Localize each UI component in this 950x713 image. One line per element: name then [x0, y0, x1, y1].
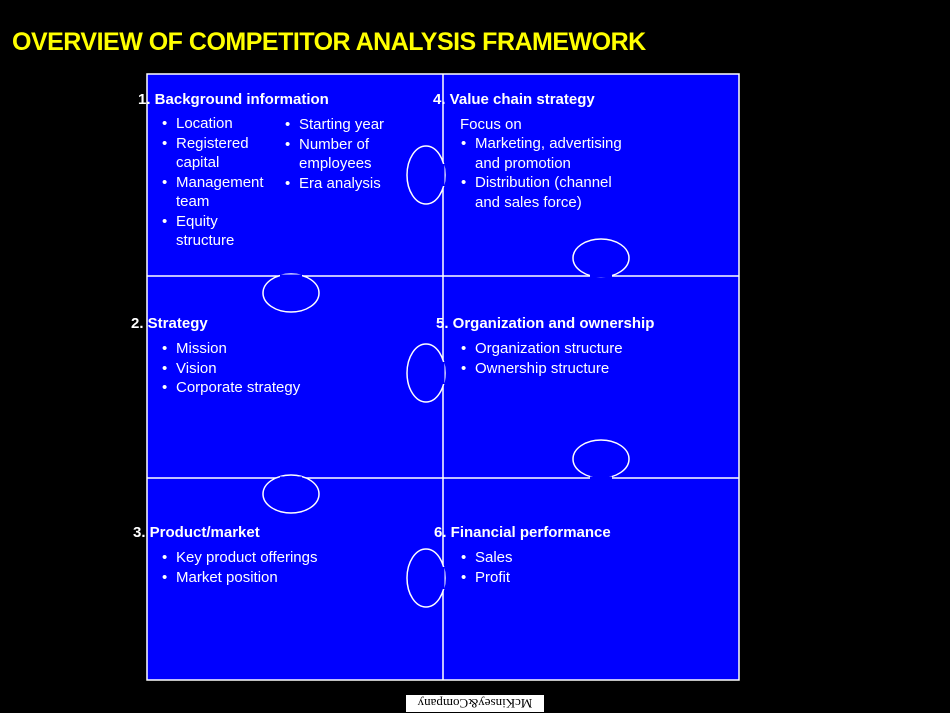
section-heading-organization: 5. Organization and ownership [436, 315, 655, 332]
bullet-item: Key product offerings [161, 548, 381, 568]
bullet-list-strategy: Mission Vision Corporate strategy [161, 339, 381, 398]
puzzle-knob [406, 548, 446, 608]
bullet-item: Era analysis [284, 174, 402, 194]
bullet-item: Registered capital [161, 134, 279, 173]
bullet-item: Profit [460, 568, 660, 588]
bullet-item: Market position [161, 568, 381, 588]
section-heading-financial: 6. Financial performance [434, 524, 611, 541]
puzzle-knob [572, 238, 630, 278]
puzzle-knob [262, 474, 320, 514]
bullet-item: Management team [161, 173, 279, 212]
bullet-item: Marketing, advertising and promotion [460, 134, 635, 173]
bullet-list-product-market: Key product offerings Market position [161, 548, 381, 587]
bullet-item: Distribution (channel and sales force) [460, 173, 635, 212]
bullet-list-background-right: Starting year Number of employees Era an… [284, 115, 402, 193]
bullet-item: Organization structure [460, 339, 690, 359]
bullet-list-organization: Organization structure Ownership structu… [460, 339, 690, 378]
bullet-item: Starting year [284, 115, 402, 135]
bullet-item: Location [161, 114, 279, 134]
bullet-item: Corporate strategy [161, 378, 381, 398]
bullet-list-background-left: Location Registered capital Management t… [161, 114, 279, 251]
section-heading-strategy: 2. Strategy [131, 315, 208, 332]
puzzle-knob [572, 439, 630, 480]
page-title: OVERVIEW OF COMPETITOR ANALYSIS FRAMEWOR… [12, 28, 646, 56]
bullet-item: Ownership structure [460, 359, 690, 379]
puzzle-knob [406, 145, 446, 205]
bullet-list-value-chain: Marketing, advertising and promotion Dis… [460, 134, 635, 212]
bullet-item: Vision [161, 359, 381, 379]
bullet-item: Mission [161, 339, 381, 359]
section-heading-background: 1. Background information [138, 91, 329, 108]
section-heading-value-chain: 4. Value chain strategy [433, 91, 595, 108]
bullet-item: Number of employees [284, 135, 402, 174]
company-logo: McKinsey&Company [406, 695, 544, 712]
bullet-list-financial: Sales Profit [460, 548, 660, 587]
puzzle-knob [406, 343, 446, 403]
puzzle-knob [262, 273, 320, 313]
bullet-item: Equity structure [161, 212, 279, 251]
value-chain-intro: Focus on [460, 116, 522, 133]
section-heading-product-market: 3. Product/market [133, 524, 260, 541]
bullet-item: Sales [460, 548, 660, 568]
